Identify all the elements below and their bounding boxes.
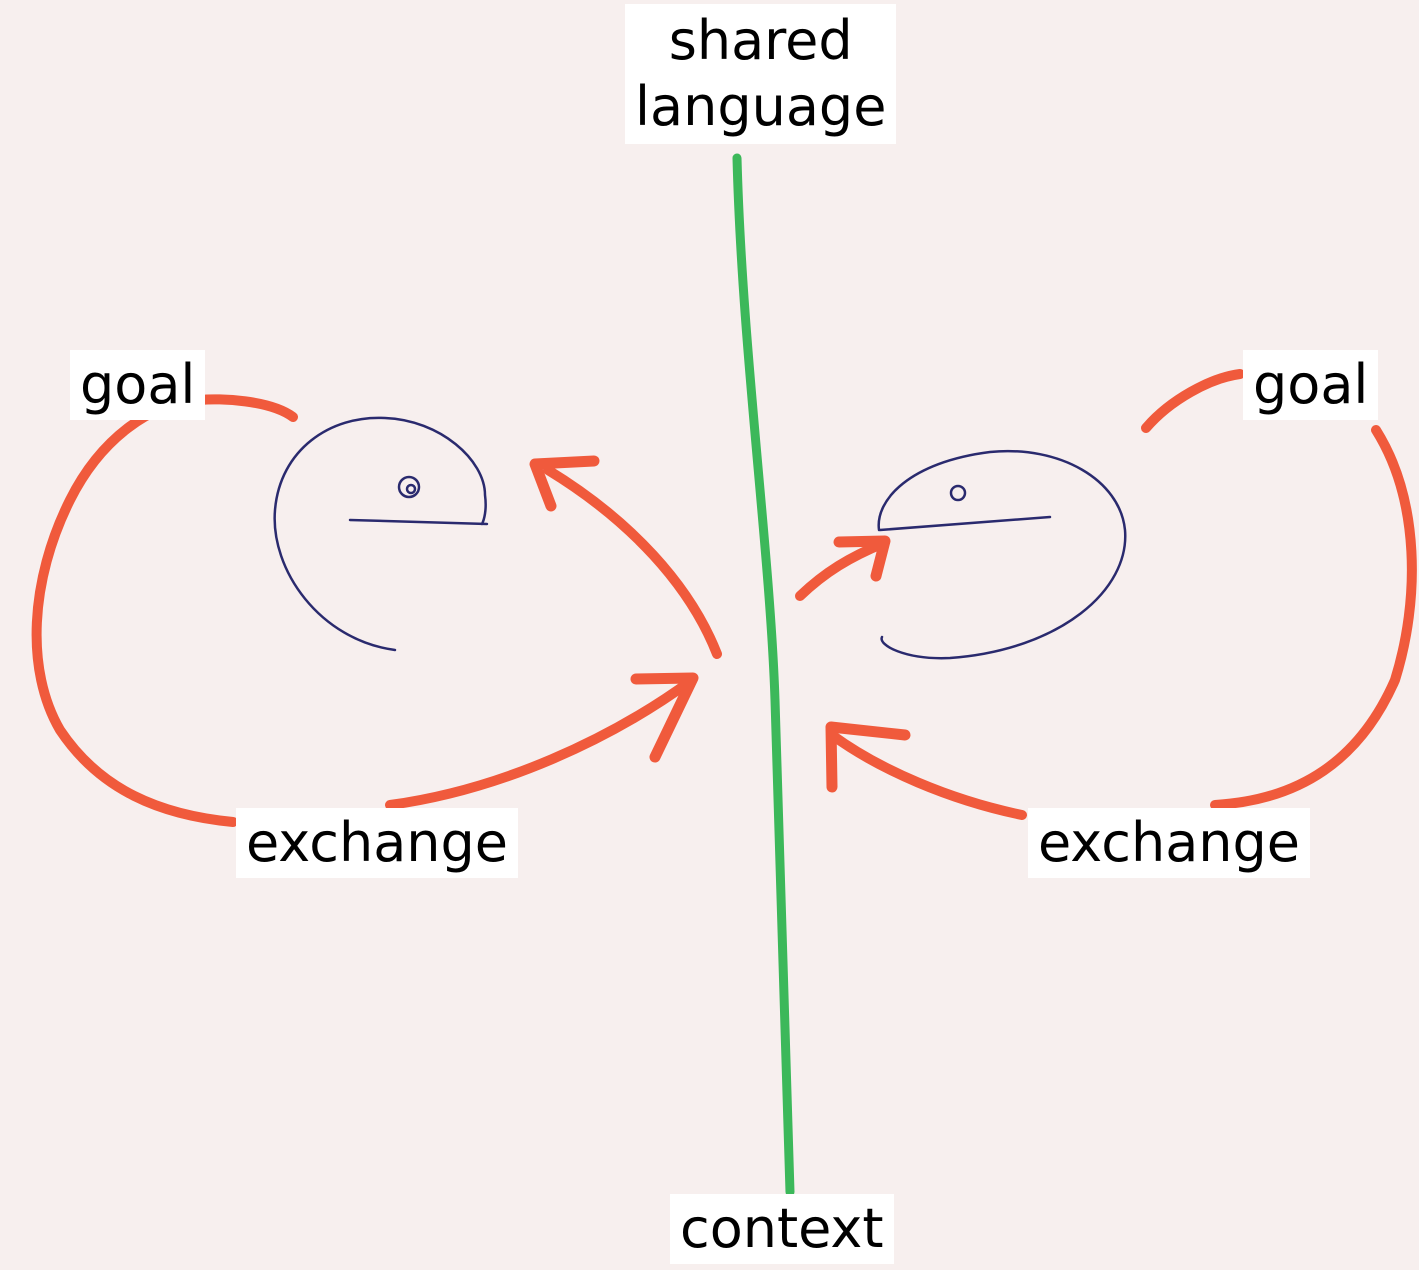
right-face-arrow-shaft (795, 538, 889, 601)
left-head-icon (273, 416, 489, 652)
right-exchange-arrowhead (825, 721, 911, 793)
context-label: context (670, 1194, 894, 1264)
right-exchange-arrow-shaft (827, 730, 1027, 820)
shared-language-divider-line (732, 153, 795, 1197)
shared-language-line1: shared (668, 9, 853, 72)
shared-language-label: shared language (625, 4, 897, 144)
left-face-arrow-shaft (543, 465, 722, 659)
left-face-arrowhead (529, 455, 600, 512)
shared-language-line2: language (635, 75, 887, 138)
right-head-icon (877, 449, 1127, 660)
right-goal-loop-arrow (1141, 369, 1417, 810)
left-exchange-arrow-shaft (385, 675, 697, 810)
right-exchange-label: exchange (1028, 808, 1311, 878)
left-exchange-label: exchange (236, 808, 519, 878)
left-goal-loop-arrow (31, 394, 298, 827)
right-goal-label: goal (1243, 350, 1379, 420)
left-goal-label: goal (70, 350, 206, 420)
right-face-arrowhead (833, 535, 891, 582)
left-exchange-arrowhead (630, 672, 699, 763)
